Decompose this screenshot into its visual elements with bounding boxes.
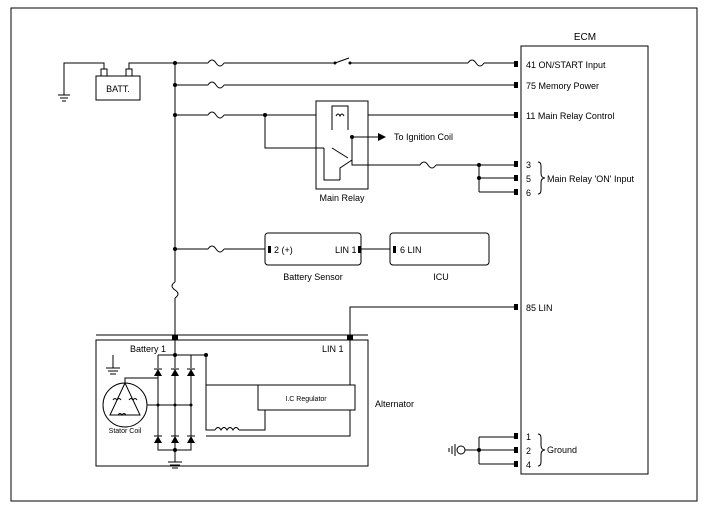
ecm-box xyxy=(520,45,649,475)
diode-icon xyxy=(154,436,162,443)
ignition-switch-icon xyxy=(334,57,350,64)
alternator-battery-pin: Battery 1 xyxy=(130,344,166,354)
icu: 6 LIN ICU xyxy=(389,232,490,282)
ecm-pin-6: 6 xyxy=(526,188,531,198)
alternator: Battery 1 LIN 1 Alternator Stator Coil xyxy=(95,334,414,469)
relay-coil-icon xyxy=(335,113,345,118)
ecm-pin-main-relay-control: 11 Main Relay Control xyxy=(526,111,614,121)
ecm-title: ECM xyxy=(574,32,596,43)
fuse-icon xyxy=(419,161,437,169)
to-ignition-coil-label: To Ignition Coil xyxy=(394,132,453,142)
fuse-icon xyxy=(171,281,179,299)
lin-bus-line xyxy=(349,306,514,335)
main-relay: To Ignition Coil Main Relay xyxy=(264,100,453,203)
icu-pin-lin: 6 LIN xyxy=(400,245,422,255)
ecm-pin-stubs xyxy=(514,61,518,467)
main-relay-input-bracket xyxy=(537,161,546,195)
ic-regulator xyxy=(257,384,356,411)
ic-regulator-label: I.C Regulator xyxy=(285,396,327,403)
ecm-pin-gnd-1: 1 xyxy=(526,432,531,442)
ecm-ground xyxy=(448,436,514,465)
diode-icon xyxy=(187,436,195,443)
battery-sensor: 2 (+) LIN 1 Battery Sensor xyxy=(264,232,362,282)
alternator-ground-icon xyxy=(106,355,120,375)
battery-ground-icon xyxy=(58,94,70,102)
field-coil-icon xyxy=(214,427,240,431)
ground-bracket xyxy=(537,433,546,467)
battery-label: BATT. xyxy=(106,84,130,94)
fuse-icon xyxy=(207,111,225,119)
alternator-label: Alternator xyxy=(375,399,414,409)
main-relay-label: Main Relay xyxy=(319,193,365,203)
stator-coil-label: Stator Coil xyxy=(109,428,142,435)
fuse-icon xyxy=(207,81,225,89)
alternator-case-ground-icon xyxy=(168,461,182,469)
diode-icon xyxy=(187,369,195,376)
diode-icon xyxy=(154,369,162,376)
battery-sensor-label: Battery Sensor xyxy=(283,272,343,282)
ecm-pin-3: 3 xyxy=(526,160,531,170)
diode-icon xyxy=(171,369,179,376)
ecm-pin-lin: 85 LIN xyxy=(526,303,553,313)
ground-point-icon xyxy=(456,445,466,455)
ecm-main-relay-on-input: Main Relay 'ON' Input xyxy=(547,174,634,184)
ecm-pin-memory-power: 75 Memory Power xyxy=(526,81,599,91)
ecm-pin-5: 5 xyxy=(526,174,531,184)
battery-sensor-pin-lin: LIN 1 xyxy=(335,245,357,255)
battery: BATT. xyxy=(58,62,175,102)
diagram-frame xyxy=(10,7,698,502)
fuse-icon xyxy=(207,59,225,67)
arrow-right-icon xyxy=(378,133,386,141)
fuse-icon xyxy=(467,59,485,67)
ecm-pin-on-start: 41 ON/START Input xyxy=(526,60,606,70)
alternator-lin-pin: LIN 1 xyxy=(322,344,344,354)
ecm-ground-label: Ground xyxy=(547,445,577,455)
diode-icon xyxy=(171,436,179,443)
ecm-pin-gnd-4: 4 xyxy=(526,460,531,470)
battery-sensor-pin-plus: 2 (+) xyxy=(274,245,293,255)
ecm-pin-gnd-2: 2 xyxy=(526,446,531,456)
relay-contact-icon xyxy=(331,147,349,159)
fuse-icon xyxy=(207,245,225,253)
icu-label: ICU xyxy=(433,272,449,282)
